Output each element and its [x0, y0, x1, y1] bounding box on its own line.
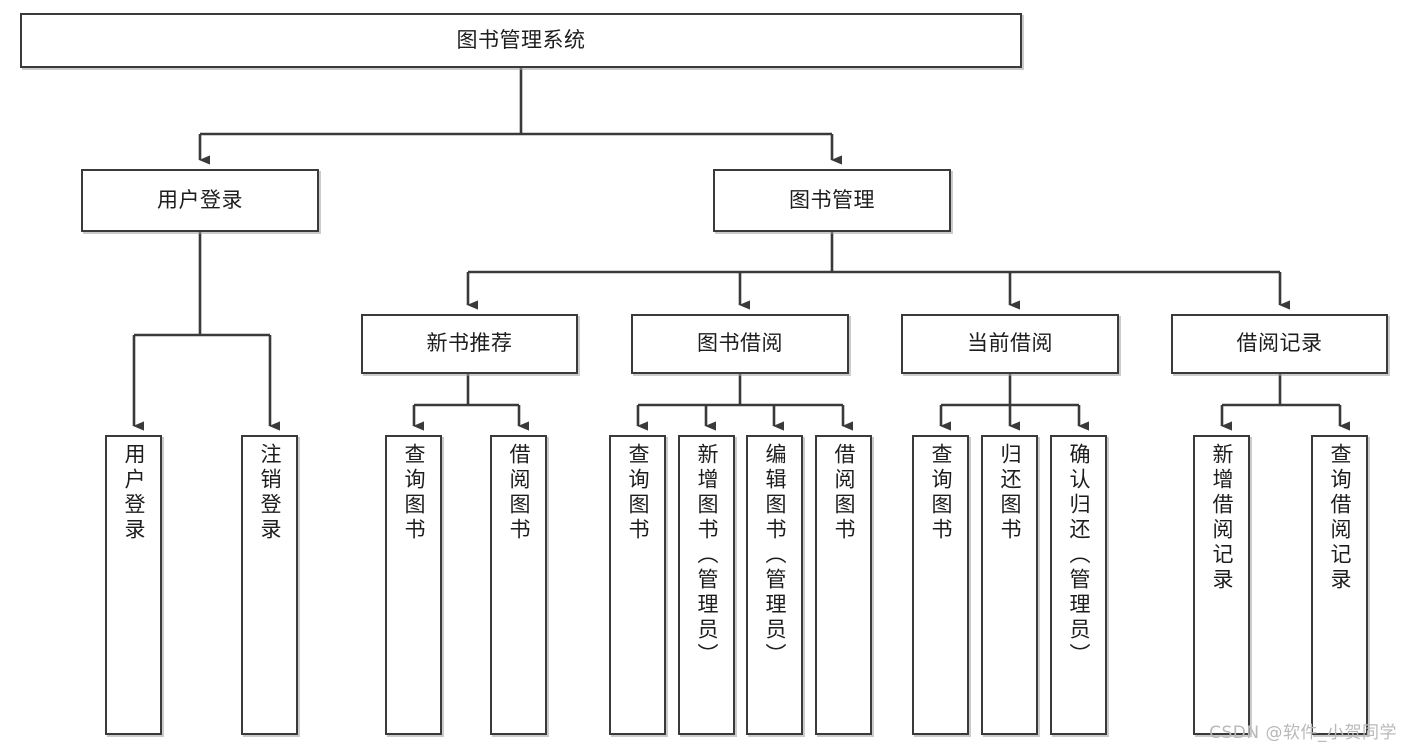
node-leaf-add-record[interactable]: 新增借阅记录 — [1193, 435, 1250, 735]
node-leaf-confirm-return-label: 确认归还（管理员） — [1067, 443, 1091, 668]
node-leaf-query-book-3-label: 查询图书 — [929, 443, 953, 543]
node-user-login-label: 用户登录 — [157, 187, 243, 212]
node-leaf-edit-book-label: 编辑图书（管理员） — [763, 443, 787, 668]
node-leaf-borrow-book-1-label: 借阅图书 — [507, 443, 531, 543]
node-leaf-return-book-label: 归还图书 — [998, 443, 1022, 543]
node-book-borrow-label: 图书借阅 — [697, 331, 783, 356]
node-new-book-rec[interactable]: 新书推荐 — [361, 314, 578, 374]
node-leaf-return-book[interactable]: 归还图书 — [981, 435, 1038, 735]
node-leaf-add-book-label: 新增图书（管理员） — [695, 443, 719, 668]
node-root-label: 图书管理系统 — [456, 27, 586, 52]
node-leaf-add-book[interactable]: 新增图书（管理员） — [678, 435, 735, 735]
node-new-book-rec-label: 新书推荐 — [426, 331, 513, 356]
node-leaf-borrow-book-1[interactable]: 借阅图书 — [490, 435, 547, 735]
node-leaf-logout[interactable]: 注销登录 — [241, 435, 298, 735]
node-leaf-add-record-label: 新增借阅记录 — [1210, 443, 1234, 593]
node-borrow-record-label: 借阅记录 — [1236, 331, 1323, 356]
node-leaf-logout-label: 注销登录 — [258, 443, 282, 543]
node-leaf-borrow-book-2-label: 借阅图书 — [832, 443, 856, 543]
node-book-manage-label: 图书管理 — [789, 187, 875, 212]
node-leaf-query-record-label: 查询借阅记录 — [1328, 443, 1352, 593]
node-leaf-query-book-1[interactable]: 查询图书 — [385, 435, 442, 735]
node-leaf-user-login-label: 用户登录 — [122, 443, 146, 543]
node-book-manage[interactable]: 图书管理 — [713, 169, 951, 232]
node-leaf-borrow-book-2[interactable]: 借阅图书 — [815, 435, 872, 735]
node-leaf-query-book-2-label: 查询图书 — [626, 443, 650, 543]
node-leaf-query-book-1-label: 查询图书 — [402, 443, 426, 543]
node-leaf-user-login[interactable]: 用户登录 — [105, 435, 162, 735]
node-current-borrow[interactable]: 当前借阅 — [901, 314, 1119, 374]
node-leaf-confirm-return[interactable]: 确认归还（管理员） — [1050, 435, 1107, 735]
node-root[interactable]: 图书管理系统 — [20, 13, 1022, 68]
node-user-login[interactable]: 用户登录 — [81, 169, 319, 232]
node-leaf-query-book-3[interactable]: 查询图书 — [912, 435, 969, 735]
node-leaf-query-record[interactable]: 查询借阅记录 — [1311, 435, 1368, 735]
node-leaf-query-book-2[interactable]: 查询图书 — [609, 435, 666, 735]
node-current-borrow-label: 当前借阅 — [967, 331, 1053, 356]
node-book-borrow[interactable]: 图书借阅 — [631, 314, 849, 374]
node-leaf-edit-book[interactable]: 编辑图书（管理员） — [746, 435, 803, 735]
node-borrow-record[interactable]: 借阅记录 — [1171, 314, 1388, 374]
